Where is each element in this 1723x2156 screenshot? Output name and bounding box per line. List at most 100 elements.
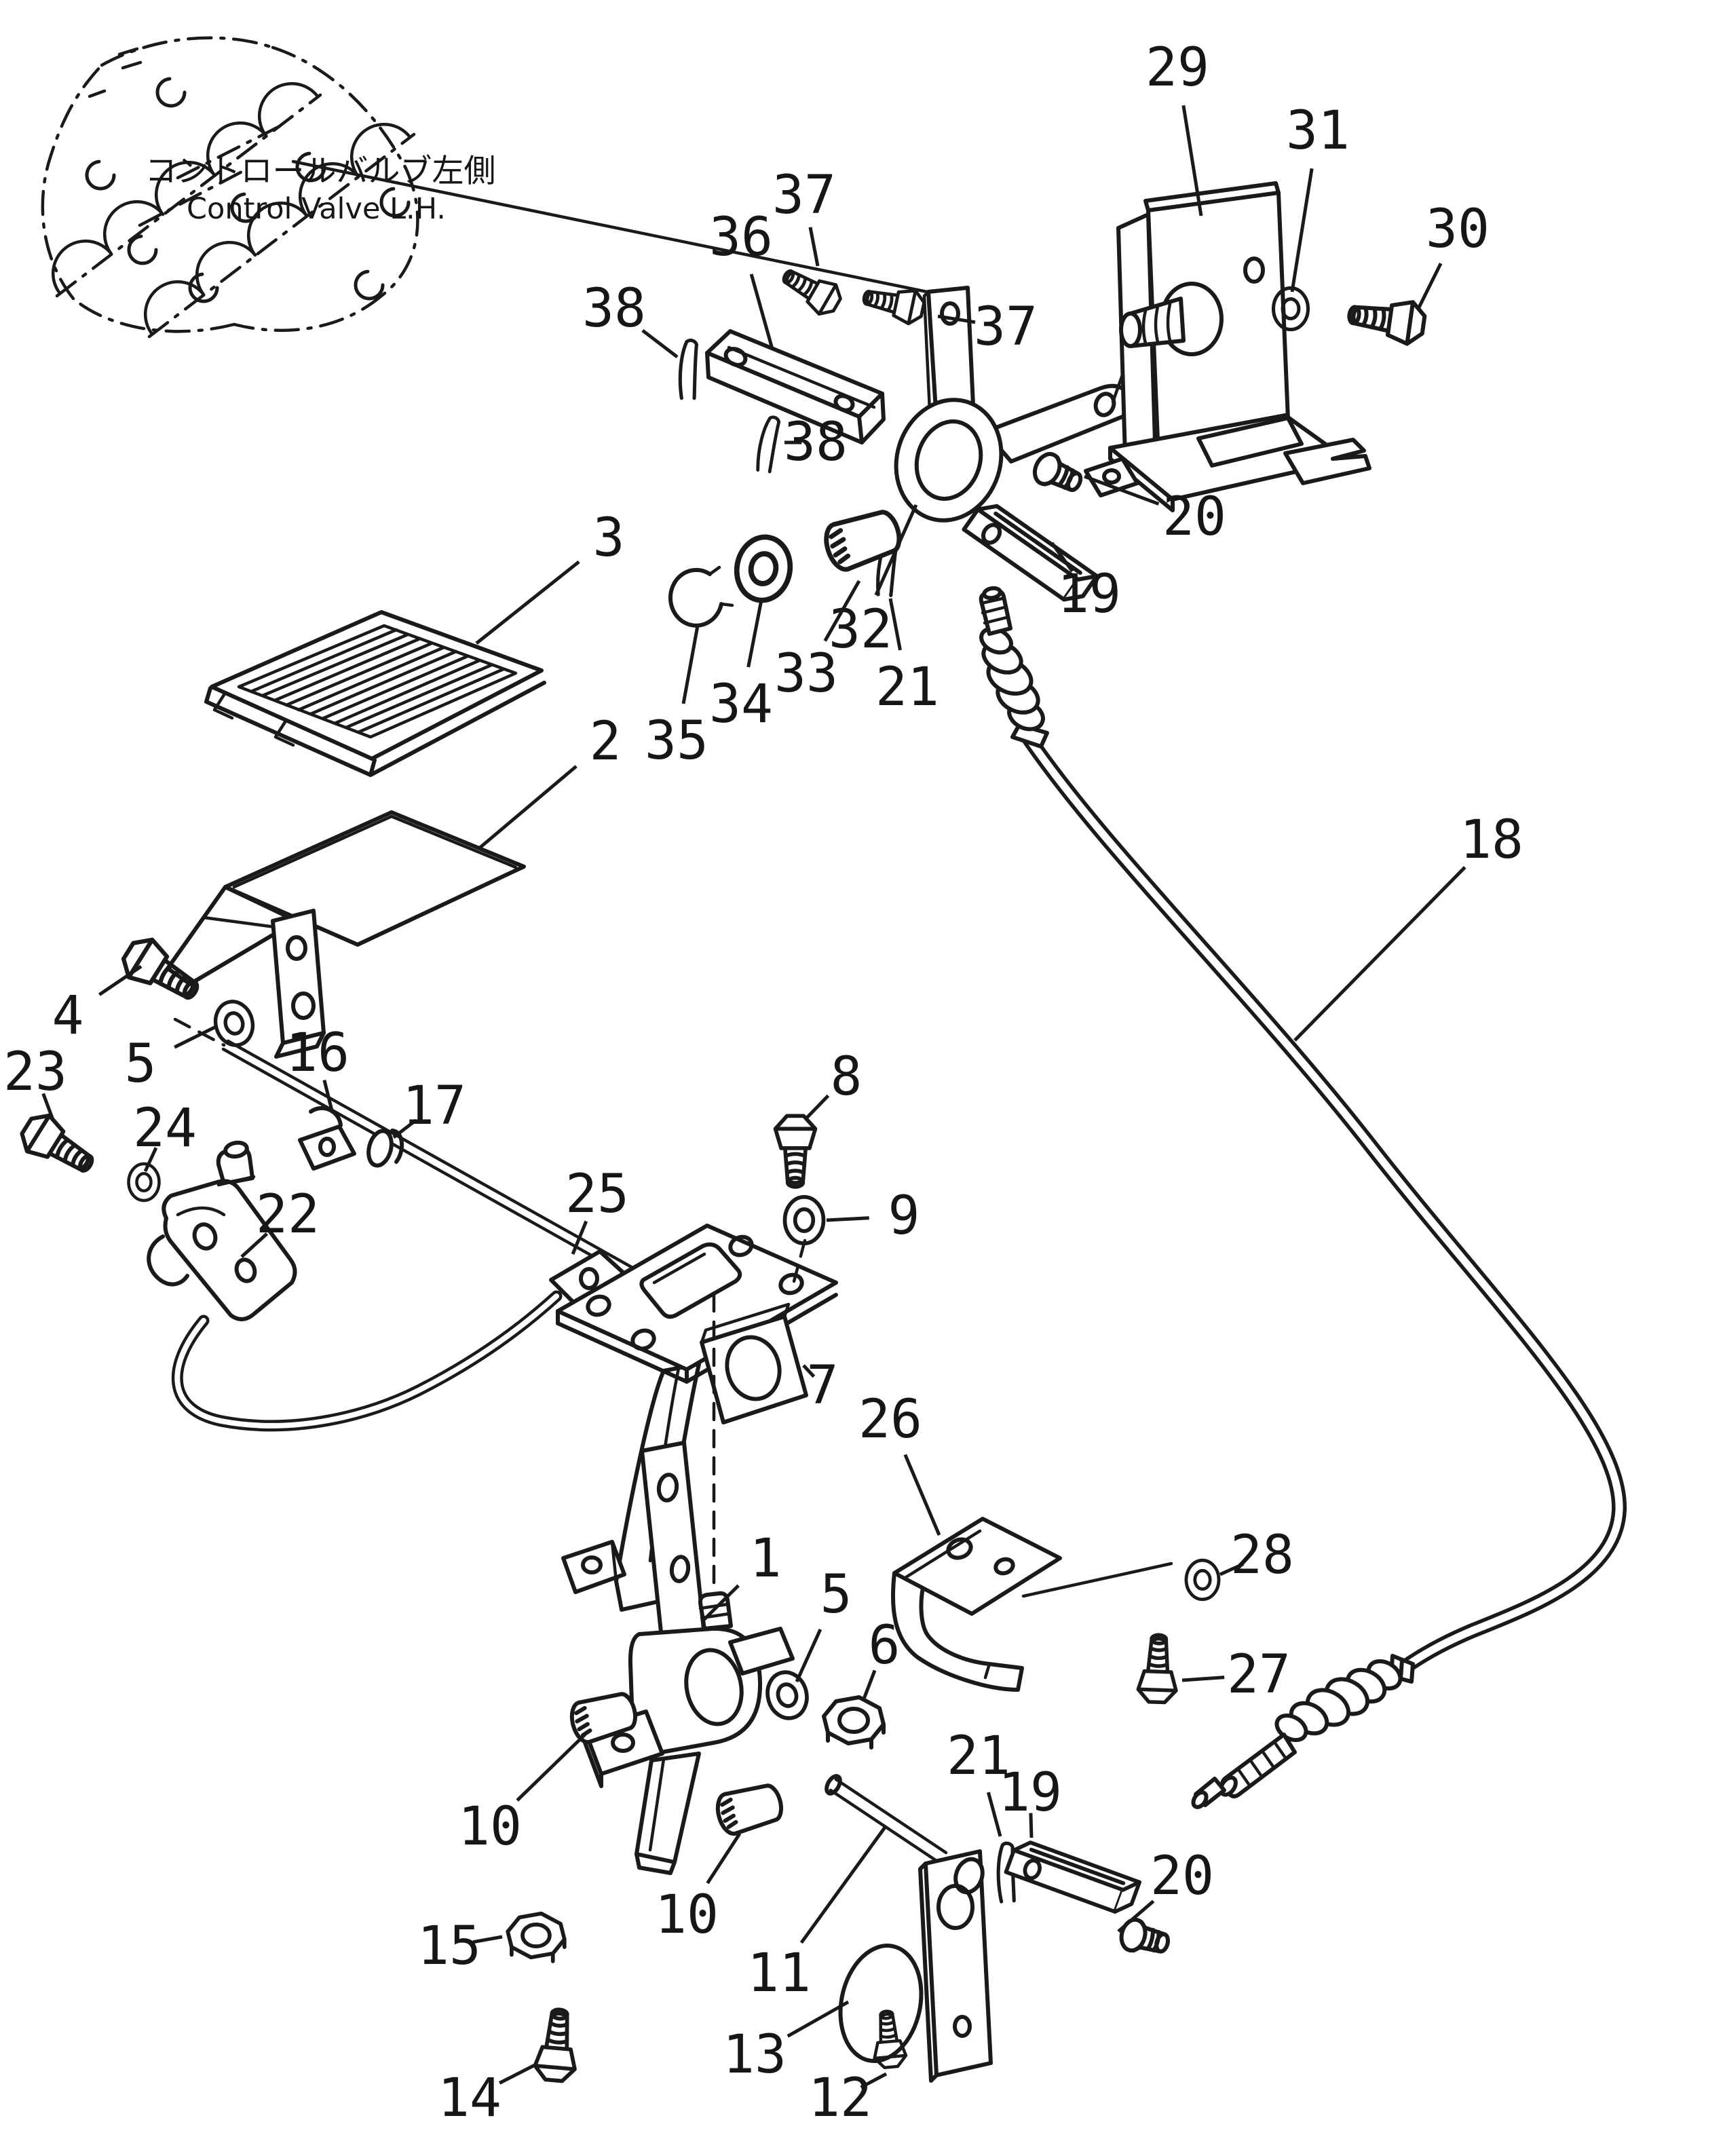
- bar-hole: [656, 1473, 679, 1502]
- pedal-2: [166, 810, 526, 1059]
- callout-leader-33-11: [823, 580, 861, 642]
- valve-edge-bottom: [232, 294, 383, 333]
- valve-edge-top: [100, 36, 275, 67]
- switch-hole: [234, 1257, 257, 1283]
- bolt-8: [776, 1116, 816, 1187]
- nut-15: [508, 1914, 565, 1961]
- block-19b: [1006, 1838, 1139, 1916]
- strap-hole: [940, 301, 960, 326]
- end-threads: [1237, 1742, 1287, 1786]
- callout-leader-34-12: [746, 599, 763, 668]
- callout-leader-10-38: [706, 1832, 742, 1885]
- callout-leader-38-5: [641, 328, 679, 358]
- pivot-clamp-plate: [728, 1627, 795, 1676]
- callout-30-2: 30: [1426, 199, 1490, 260]
- callout-leader-8-26: [805, 1094, 830, 1120]
- callout-leader-21-14: [888, 598, 902, 651]
- bolt-14: [534, 2008, 580, 2082]
- callout-25-25: 25: [565, 1164, 629, 1225]
- lever-1-assembly: [583, 1441, 795, 1875]
- rod-centerline-ext: [173, 1017, 226, 1047]
- callout-leader-4-18: [98, 964, 143, 996]
- cutout-inner-line: [652, 1252, 706, 1285]
- base-left-tab: [1084, 457, 1139, 497]
- plate-cutout: [639, 1242, 742, 1319]
- pedal-plate-edge: [232, 814, 518, 889]
- washer-13: [838, 1944, 924, 2063]
- rod-11-boss: [953, 1857, 985, 1895]
- callout-leader-20-44: [1117, 1899, 1155, 1933]
- base-rib: [1196, 416, 1304, 468]
- bracket-hole: [1243, 257, 1265, 284]
- valve-bore: [155, 77, 187, 108]
- callout-21-14: 21: [875, 657, 939, 718]
- cable-outline: [1022, 734, 1627, 1674]
- cable-lower-boot: [1191, 1654, 1415, 1809]
- washer-9-alignment: [792, 1238, 807, 1283]
- plate-7-assembly: [556, 1224, 838, 1684]
- callout-leader-31-1: [1290, 168, 1314, 292]
- callout-leader-9-27: [826, 1216, 869, 1222]
- callout-32-10: 32: [829, 599, 892, 660]
- valve-inner-line-2: [138, 166, 250, 227]
- valve-bore: [230, 192, 261, 223]
- callout-8-26: 8: [831, 1046, 863, 1108]
- washer-34: [732, 533, 795, 605]
- callout-2-16: 2: [590, 711, 622, 772]
- callout-leader-6-34: [861, 1669, 877, 1701]
- plate-hole: [586, 1294, 611, 1317]
- switch-body: [162, 1179, 297, 1321]
- callout-36-4: 36: [709, 207, 773, 268]
- pad-inner-rim: [237, 624, 518, 739]
- callout-35-13: 35: [645, 711, 708, 772]
- grommet-hook: [390, 1129, 404, 1164]
- rod-11-end-cap: [825, 1774, 842, 1796]
- callout-21-42: 21: [947, 1726, 1010, 1787]
- valve-inner-line-1: [176, 120, 290, 180]
- bracket-26-hole: [946, 1537, 973, 1560]
- lever-32: [894, 286, 1135, 523]
- callout-28-30: 28: [1230, 1525, 1294, 1586]
- valve-scallop-row-1: [51, 81, 320, 295]
- link-end-face: [860, 392, 886, 445]
- callout-20-44: 20: [1150, 1846, 1214, 1907]
- callout-33-11: 33: [774, 643, 838, 704]
- switch-hole: [192, 1222, 218, 1251]
- plate-hole: [728, 1234, 754, 1257]
- bracket-top-lip: [1143, 181, 1281, 212]
- callout-leader-2-16: [478, 765, 578, 850]
- callout-leader-37-6: [937, 314, 976, 324]
- boss-block: [700, 1315, 808, 1424]
- cotter-pin-38b: [757, 416, 780, 472]
- callout-leader-25-25: [571, 1220, 588, 1255]
- cotter-pin-38a: [680, 341, 696, 398]
- valve-bore: [127, 234, 158, 265]
- control-rod-16: [173, 1017, 636, 1279]
- callout-37-6: 37: [974, 297, 1038, 358]
- grommet-ring: [366, 1129, 394, 1168]
- cable-upper-boot: [979, 586, 1049, 749]
- lever-boss-bore: [914, 419, 983, 501]
- callout-leader-19-9: [1050, 542, 1074, 573]
- plunger-tip: [223, 1140, 249, 1159]
- bolt-37b: [860, 280, 926, 326]
- boss-top-edge: [700, 1302, 791, 1344]
- callout-leader-13-40: [787, 2000, 850, 2038]
- callout-leader-20-8: [1084, 474, 1160, 506]
- web-hole: [286, 935, 307, 961]
- callout-29-0: 29: [1145, 37, 1209, 98]
- callout-leader-16-22: [322, 1079, 335, 1114]
- base-thickness: [1108, 446, 1175, 512]
- callout-14-37: 14: [438, 2068, 501, 2129]
- pad-mount-hooks: [212, 693, 295, 747]
- pad-side-lip: [204, 681, 546, 777]
- valve-scallop-row-2: [143, 122, 412, 336]
- callout-leader-21-42: [986, 1792, 1002, 1837]
- callout-leader-30-2: [1416, 263, 1443, 310]
- stud-tip: [1119, 311, 1142, 348]
- callout-leader-7-28: [802, 1364, 816, 1378]
- callout-38-7: 38: [784, 412, 848, 473]
- valve-bore: [85, 159, 116, 191]
